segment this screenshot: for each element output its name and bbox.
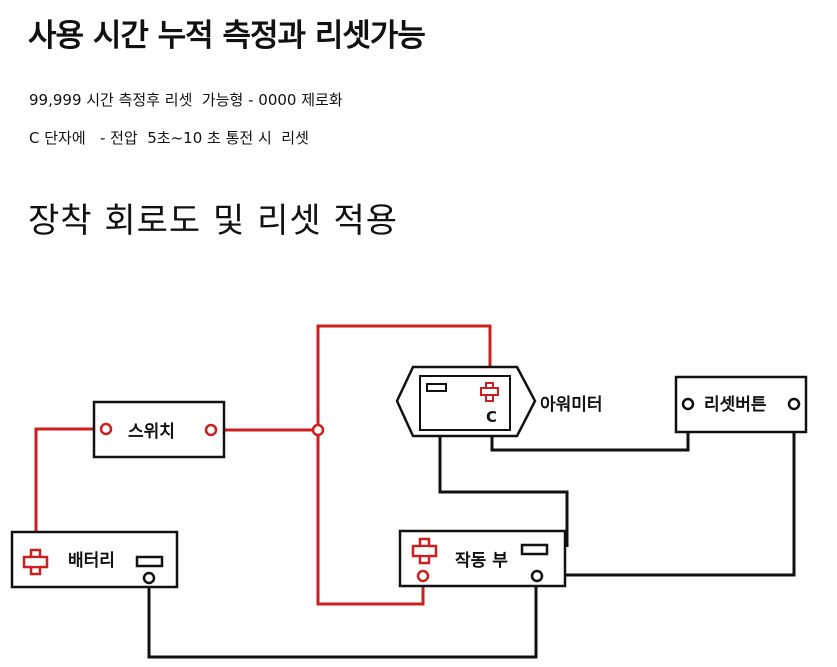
wire-junction-to-hourmeter bbox=[316, 324, 492, 430]
description-line-2: C 단자에 - 전압 5초~10 초 통전 시 리셋 bbox=[29, 129, 309, 147]
hourmeter-terminal-c-label: C bbox=[486, 408, 497, 426]
battery-terminal-negative bbox=[142, 571, 156, 585]
description-line-1: 99,999 시간 측정후 리셋 가능형 - 0000 제로화 bbox=[29, 91, 343, 109]
wire-battery-to-operating-unit bbox=[147, 578, 538, 659]
junction-node bbox=[311, 423, 325, 437]
reset-button-label: 리셋버튼 bbox=[704, 395, 767, 415]
switch-terminal-in bbox=[99, 422, 113, 436]
reset-terminal-2 bbox=[787, 397, 801, 411]
operating-unit-terminal-negative bbox=[530, 569, 544, 583]
wire-hourmeter-to-operating-unit bbox=[438, 432, 569, 547]
switch-block: 스위치 bbox=[92, 400, 226, 459]
reset-button-block: 리셋버튼 bbox=[674, 375, 808, 434]
wire-reset-to-operating-unit bbox=[543, 405, 796, 577]
page-title: 사용 시간 누적 측정과 리셋가능 bbox=[28, 18, 426, 54]
operating-unit-terminal-positive bbox=[416, 569, 430, 583]
operating-unit-plus-icon bbox=[411, 537, 438, 565]
wire-junction-to-operating-unit bbox=[316, 430, 425, 606]
hourmeter-label: 아워미터 bbox=[540, 395, 603, 415]
hourmeter-plus-icon bbox=[480, 382, 499, 402]
switch-label: 스위치 bbox=[128, 422, 175, 442]
switch-box bbox=[92, 400, 226, 459]
section-title: 장착 회로도 및 리셋 적용 bbox=[28, 201, 399, 241]
switch-terminal-out bbox=[204, 423, 218, 437]
hourmeter-block: C 아워미터 bbox=[395, 365, 603, 438]
battery-plus-icon bbox=[22, 548, 49, 576]
operating-unit-label: 작동 부 bbox=[455, 551, 508, 571]
battery-minus-icon bbox=[135, 555, 164, 568]
operating-unit-minus-icon bbox=[520, 543, 549, 556]
battery-label: 배터리 bbox=[68, 551, 115, 571]
wire-battery-to-switch bbox=[34, 427, 104, 538]
positive-wiring bbox=[34, 324, 492, 606]
reset-button-box bbox=[674, 375, 808, 434]
battery-block: 배터리 bbox=[10, 530, 179, 589]
reset-terminal-1 bbox=[681, 397, 695, 411]
hourmeter-minus-icon bbox=[426, 383, 447, 392]
operating-unit-block: 작동 부 bbox=[398, 529, 567, 588]
